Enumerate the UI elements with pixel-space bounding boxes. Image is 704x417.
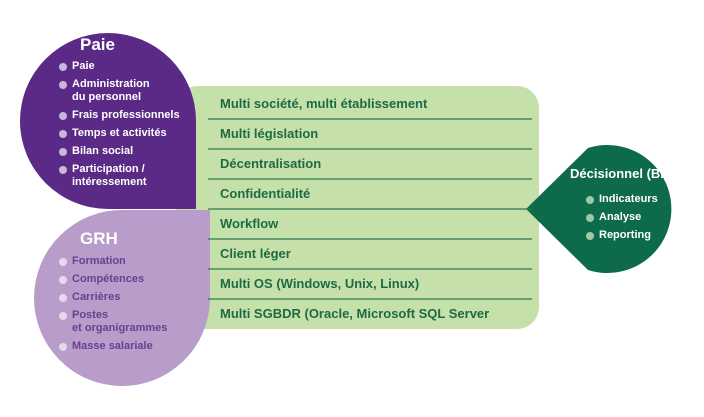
bullet-icon bbox=[59, 343, 67, 351]
grh-item-label: Carrières bbox=[72, 291, 121, 303]
bullet-icon bbox=[59, 63, 67, 71]
grh-blob bbox=[34, 210, 210, 387]
paie-item-label: du personnel bbox=[72, 91, 142, 103]
paie-title: Paie bbox=[80, 35, 115, 54]
paie-item-label: Frais professionnels bbox=[72, 109, 180, 121]
bi-item: Indicateurs bbox=[586, 193, 696, 206]
bi-title: Décisionnel (BI) bbox=[570, 166, 669, 181]
feature-row: Workflow bbox=[220, 216, 279, 231]
grh-item-label: Formation bbox=[72, 255, 126, 267]
feature-row: Client léger bbox=[220, 246, 291, 261]
paie-item-label: Paie bbox=[72, 60, 95, 72]
bullet-icon bbox=[586, 196, 594, 204]
grh-item-label: Masse salariale bbox=[72, 340, 153, 352]
paie-item-label: Administration bbox=[72, 78, 150, 90]
bullet-icon bbox=[586, 232, 594, 240]
features-box bbox=[176, 86, 539, 329]
bullet-icon bbox=[59, 148, 67, 156]
bullet-icon bbox=[59, 258, 67, 266]
feature-row: Multi législation bbox=[220, 126, 319, 141]
bi-item: Reporting bbox=[586, 229, 696, 242]
bi-item-label: Indicateurs bbox=[599, 193, 658, 205]
bullet-icon bbox=[59, 294, 67, 302]
bi-item-label: Reporting bbox=[599, 229, 651, 241]
grh-item: Compétences bbox=[59, 273, 189, 286]
bullet-icon bbox=[59, 312, 67, 320]
bi-blob bbox=[526, 145, 672, 273]
paie-item: Participation /intéressement bbox=[59, 163, 189, 189]
feature-dividers bbox=[208, 118, 532, 300]
feature-row: Multi SGBDR (Oracle, Microsoft SQL Serve… bbox=[220, 306, 490, 321]
grh-item-label: Compétences bbox=[72, 273, 145, 285]
grh-title: GRH bbox=[80, 229, 118, 248]
bi-item: Analyse bbox=[586, 211, 696, 224]
feature-row: Confidentialité bbox=[220, 186, 311, 201]
grh-item: Masse salariale bbox=[59, 340, 189, 353]
bi-item-label: Analyse bbox=[599, 211, 642, 223]
paie-item-label: intéressement bbox=[72, 176, 147, 188]
feature-row: Multi OS (Windows, Unix, Linux) bbox=[220, 276, 420, 291]
paie-item-label: Bilan social bbox=[72, 145, 134, 157]
bullet-icon bbox=[59, 130, 67, 138]
grh-item-label: et organigrammes bbox=[72, 322, 168, 334]
bullet-icon bbox=[59, 276, 67, 284]
paie-blob bbox=[20, 33, 196, 209]
feature-row: Décentralisation bbox=[220, 156, 322, 171]
paie-item-label: Participation / bbox=[72, 163, 145, 175]
bullet-icon bbox=[59, 81, 67, 89]
paie-item: Temps et activités bbox=[59, 127, 189, 140]
bullet-icon bbox=[586, 214, 594, 222]
grh-item: Formation bbox=[59, 255, 189, 268]
paie-item-label: Temps et activités bbox=[72, 127, 167, 139]
paie-item: Frais professionnels bbox=[59, 109, 189, 122]
grh-item-label: Postes bbox=[72, 309, 109, 321]
paie-item: Bilan social bbox=[59, 145, 189, 158]
grh-item: Carrières bbox=[59, 291, 189, 304]
bullet-icon bbox=[59, 112, 67, 120]
bullet-icon bbox=[59, 166, 67, 174]
feature-row: Multi société, multi établissement bbox=[220, 96, 428, 111]
paie-item: Paie bbox=[59, 60, 189, 73]
